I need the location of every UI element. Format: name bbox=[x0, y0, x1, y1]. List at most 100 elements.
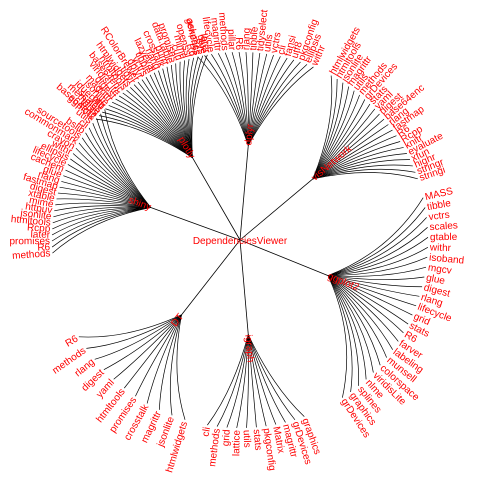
edge-hub-to-leaf bbox=[86, 314, 182, 349]
edge-hub-to-leaf bbox=[52, 207, 151, 254]
edge-hub-to-leaf bbox=[103, 314, 182, 370]
edge-hub-to-leaf bbox=[312, 82, 344, 180]
edge-hub-to-leaf bbox=[312, 79, 338, 180]
edge-hub-to-leaf bbox=[159, 314, 182, 410]
edge-hub-to-leaf bbox=[94, 314, 182, 360]
edge-hub-to-leaf bbox=[211, 54, 249, 146]
leaf-node-label: pillar bbox=[225, 29, 237, 51]
leaf-node-label: mime bbox=[28, 195, 54, 210]
leaf-node-label: cli bbox=[276, 44, 289, 56]
edge-hub-to-leaf bbox=[327, 275, 381, 366]
edge-hub-to-leaf bbox=[105, 108, 193, 158]
leaf-node-label: stats bbox=[251, 429, 264, 451]
edge-hub-to-leaf bbox=[98, 115, 193, 159]
edge-hub-to-leaf bbox=[115, 98, 193, 158]
edge-hub-to-leaf bbox=[312, 113, 380, 180]
edge-hub-to-leaf bbox=[67, 164, 151, 208]
edge-hub-to-leaf bbox=[216, 334, 249, 427]
edge-hub-to-leaf bbox=[247, 334, 305, 417]
leaf-node-label: later bbox=[198, 33, 212, 55]
edge-hub-to-leaf bbox=[158, 70, 193, 158]
edge-hub-to-leaf bbox=[149, 74, 193, 158]
edge-hub-to-leaf bbox=[81, 137, 151, 208]
edge-hub-to-leaf bbox=[327, 217, 427, 276]
edge-hub-to-leaf bbox=[78, 142, 151, 208]
leaf-node-label: jsonlite bbox=[19, 208, 53, 223]
edge-hub-to-leaf bbox=[312, 124, 389, 180]
edge-hub-to-leaf bbox=[327, 275, 348, 398]
edge-hub-to-leaf bbox=[63, 175, 151, 208]
edge-hub-to-leaf bbox=[327, 275, 393, 350]
edge-hub-to-leaf bbox=[312, 108, 376, 180]
leaf-node-label: tibble bbox=[426, 198, 452, 213]
leaf-node-label: scales bbox=[429, 220, 458, 233]
edge-hub-to-leaf bbox=[247, 57, 288, 146]
edge-hub-to-leaf bbox=[328, 275, 423, 288]
edge-hub-to-leaf bbox=[122, 92, 193, 158]
leaf-node-label: Matrix bbox=[270, 426, 286, 455]
leaf-node-label: withr bbox=[429, 242, 452, 254]
edge-hub-to-leaf bbox=[96, 118, 151, 208]
edge-hub-to-leaf bbox=[187, 57, 194, 158]
edge-layer bbox=[51, 51, 429, 429]
edge-hub-to-leaf bbox=[176, 314, 186, 420]
edge-hub-to-leaf bbox=[247, 54, 274, 146]
edge-hub-to-leaf bbox=[247, 52, 254, 146]
edge-hub-to-leaf bbox=[312, 103, 371, 180]
edge-hub-to-leaf bbox=[312, 90, 355, 180]
edge-hub-to-leaf bbox=[59, 186, 151, 208]
edge-hub-to-leaf bbox=[245, 52, 249, 146]
edge-hub-to-leaf bbox=[204, 55, 249, 146]
leaf-node-label: R6 bbox=[233, 37, 244, 50]
edge-hub-to-leaf bbox=[312, 118, 385, 180]
leaf-node-label: utf8 bbox=[290, 40, 305, 60]
edge-hub-to-leaf bbox=[51, 207, 151, 236]
edge-hub-to-leaf bbox=[52, 207, 151, 224]
leaf-node-label: httpuv bbox=[24, 201, 53, 216]
edge-hub-to-leaf bbox=[247, 64, 308, 146]
edge-hub-to-leaf bbox=[247, 53, 261, 146]
edge-hub-to-leaf bbox=[113, 314, 182, 380]
leaf-node-label: grid bbox=[221, 429, 233, 446]
edge-hub-to-leaf bbox=[327, 275, 413, 316]
edge-hub-to-leaf bbox=[170, 64, 193, 158]
edge-hub-to-leaf bbox=[247, 334, 277, 425]
edge-hub-to-leaf bbox=[226, 334, 249, 428]
hub-node-label: igraph bbox=[242, 334, 255, 363]
edge-hub-to-leaf bbox=[189, 56, 199, 158]
edge-root-to-hub bbox=[239, 239, 249, 335]
edge-hub-to-leaf bbox=[327, 275, 404, 334]
leaf-node-label: magrittr bbox=[208, 17, 223, 53]
leaf-node-label: methods bbox=[12, 248, 51, 262]
edge-hub-to-leaf bbox=[104, 109, 152, 208]
leaf-node-label: R6 bbox=[37, 242, 51, 253]
leaf-node-label: later bbox=[30, 229, 50, 241]
edge-hub-to-leaf bbox=[224, 52, 249, 146]
edge-hub-to-leaf bbox=[312, 141, 401, 180]
edge-hub-to-leaf bbox=[185, 58, 193, 158]
root-node-label: DependenciesViewer bbox=[193, 236, 288, 247]
leaf-node-label: promises bbox=[9, 236, 50, 247]
edge-hub-to-leaf bbox=[135, 314, 182, 397]
edge-hub-to-leaf bbox=[51, 207, 151, 242]
leaf-node-label: methods bbox=[207, 428, 223, 467]
leaf-node-label: glue bbox=[195, 34, 209, 55]
edge-hub-to-leaf bbox=[183, 60, 193, 158]
leaf-node-label: vctrs bbox=[269, 31, 284, 54]
edge-hub-to-leaf bbox=[312, 159, 410, 180]
edge-hub-to-leaf bbox=[327, 275, 399, 342]
edge-hub-to-leaf bbox=[327, 275, 353, 393]
edge-root-to-hub bbox=[150, 207, 241, 241]
edge-hub-to-leaf bbox=[133, 84, 193, 158]
edge-hub-to-leaf bbox=[190, 55, 204, 158]
edge-hub-to-leaf bbox=[217, 53, 249, 146]
edge-hub-to-leaf bbox=[162, 68, 193, 158]
edge-hub-to-leaf bbox=[207, 334, 249, 426]
edge-hub-to-leaf bbox=[52, 207, 151, 230]
edge-hub-to-leaf bbox=[247, 61, 301, 146]
edge-hub-to-leaf bbox=[130, 87, 193, 158]
edge-hub-to-leaf bbox=[247, 56, 281, 146]
edge-hub-to-leaf bbox=[312, 164, 413, 180]
edge-hub-to-leaf bbox=[70, 158, 151, 208]
